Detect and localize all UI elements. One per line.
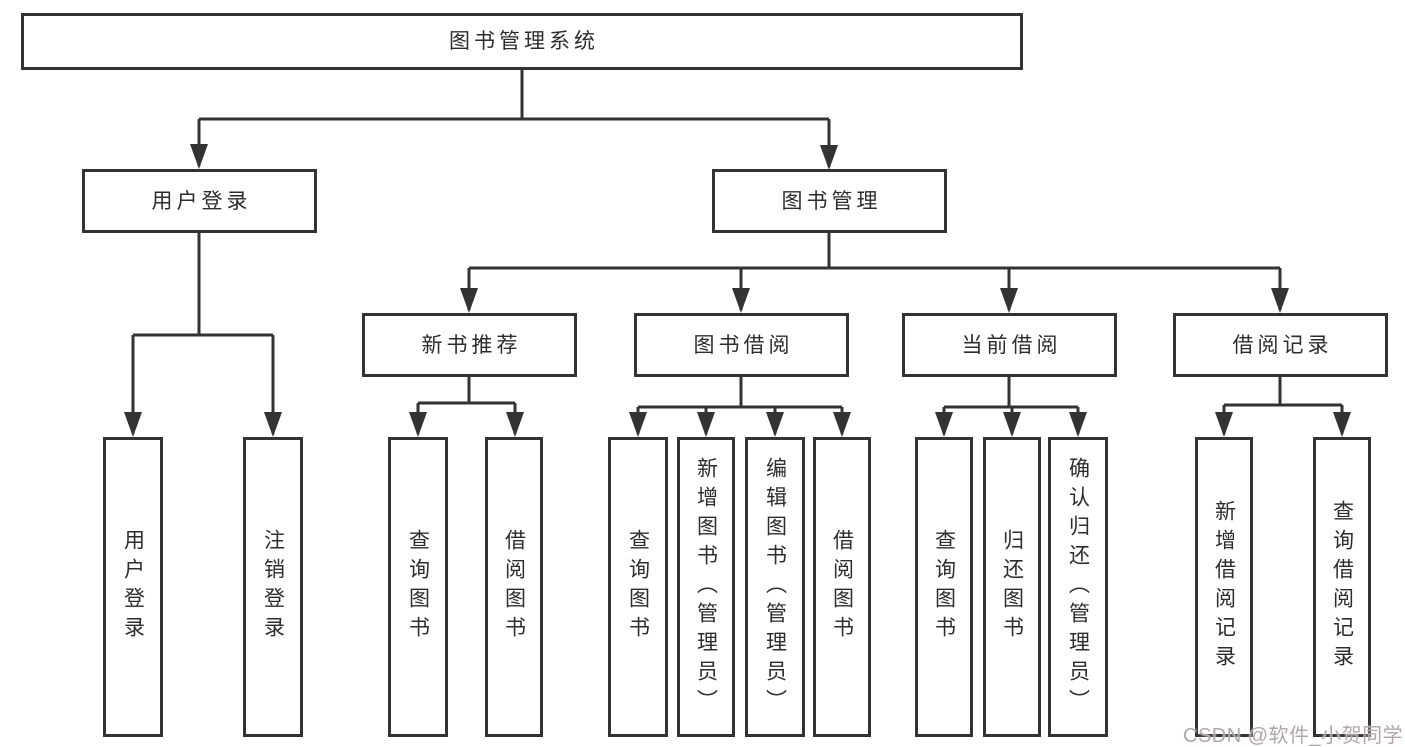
arrowheads <box>124 144 1351 437</box>
leaf-query-borrow-record: 查询借阅记录 <box>1313 437 1371 737</box>
leaf-edit-books-admin: 编辑图书（管理员） <box>745 437 805 737</box>
node-root: 图书管理系统 <box>21 13 1023 70</box>
leaf-query-books-1: 查询图书 <box>388 437 448 737</box>
node-new-book-recommend: 新书推荐 <box>362 313 577 377</box>
leaf-add-books-admin: 新增图书（管理员） <box>677 437 735 737</box>
leaf-query-books-2: 查询图书 <box>608 437 668 737</box>
leaf-borrow-books-2: 借阅图书 <box>813 437 871 737</box>
leaf-user-login: 用户登录 <box>103 437 163 737</box>
node-borrow-records: 借阅记录 <box>1173 313 1388 377</box>
node-user-login: 用户登录 <box>82 169 317 233</box>
leaf-confirm-return-admin: 确认归还（管理员） <box>1048 437 1108 737</box>
node-book-management: 图书管理 <box>712 169 947 233</box>
node-current-borrow: 当前借阅 <box>902 313 1117 377</box>
leaf-add-borrow-record: 新增借阅记录 <box>1195 437 1253 737</box>
csdn-watermark: CSDN @软件_小贺同学 <box>1183 725 1404 747</box>
leaf-logout: 注销登录 <box>243 437 303 737</box>
leaf-borrow-books-1: 借阅图书 <box>485 437 543 737</box>
leaf-return-books: 归还图书 <box>983 437 1041 737</box>
node-book-borrow: 图书借阅 <box>634 313 849 377</box>
leaf-query-books-3: 查询图书 <box>915 437 973 737</box>
